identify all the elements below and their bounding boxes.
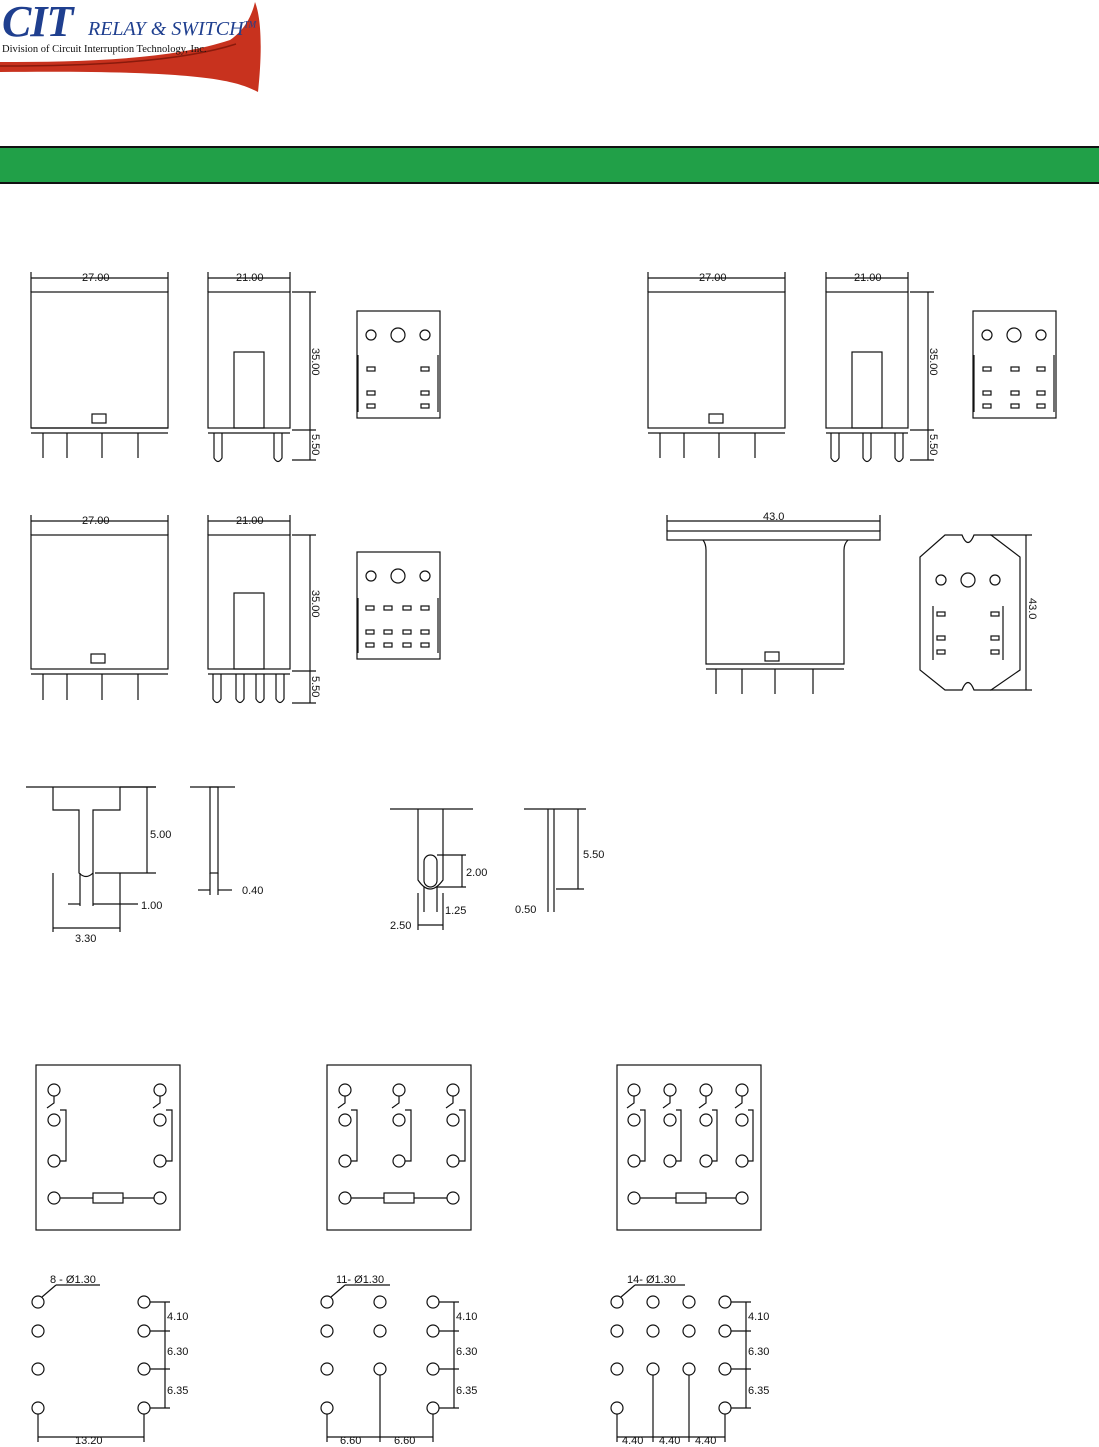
dim-pin-length: 5.50: [583, 849, 604, 861]
dim-terminal-slot: 1.00: [141, 900, 162, 912]
dim-width-21-b: 21.00: [854, 272, 882, 284]
dim-terminal-height: 5.00: [150, 829, 171, 841]
dim-height-35: 35.00: [309, 348, 321, 376]
relay-side-view-3: [207, 515, 316, 704]
relay-side-view-2: [825, 272, 934, 463]
pcb-span-11-a: 6.60: [340, 1435, 361, 1447]
relay-front-view-3: [30, 515, 169, 700]
dim-pin-hole: 1.25: [445, 905, 466, 917]
logo-division: Division of Circuit Interruption Technol…: [2, 44, 207, 55]
wiring-diagram-2pole: [35, 1064, 181, 1231]
dim-width-27: 27.00: [82, 272, 110, 284]
dim-terminal-thick: 0.40: [242, 885, 263, 897]
dim-pin-thick: 0.50: [515, 904, 536, 916]
terminal-tab-detail: [26, 786, 235, 932]
dim-pin-550-c: 5.50: [309, 676, 321, 697]
relay-front-view-2: [647, 272, 786, 458]
pcb-span-14-a: 4.40: [622, 1435, 643, 1447]
dim-height-35-b: 35.00: [927, 348, 939, 376]
dim-width-21: 21.00: [236, 272, 264, 284]
logo-brand: CIT: [2, 0, 73, 46]
dim-pin-slot-height: 2.00: [466, 867, 487, 879]
dim-pin-550: 5.50: [309, 434, 321, 455]
dim-pin-550-b: 5.50: [927, 434, 939, 455]
pcb-span-8: 13.20: [75, 1435, 103, 1447]
pcb-dim-3-c: 6.35: [748, 1385, 769, 1397]
dim-width-21-c: 21.00: [236, 515, 264, 527]
dim-height-35-c: 35.00: [309, 590, 321, 618]
pcb-layout-11pin: [320, 1284, 459, 1442]
terminal-pcb-pin-detail: [390, 808, 586, 930]
pcb-hole-spec-11: 11- Ø1.30: [336, 1274, 384, 1286]
relay-bottom-view-11pin: [972, 310, 1057, 419]
wiring-diagram-3pole: [326, 1064, 472, 1231]
pcb-layout-14pin: [610, 1284, 751, 1442]
pcb-dim-1-c: 4.10: [748, 1311, 769, 1323]
relay-flange-front-view: [666, 515, 881, 694]
relay-side-view-1: [207, 272, 316, 463]
pcb-dim-1-a: 4.10: [167, 1311, 188, 1323]
dim-width-27-c: 27.00: [82, 515, 110, 527]
dim-terminal-width: 3.30: [75, 933, 96, 945]
logo-name: RELAY & SWITCHTM: [88, 18, 257, 40]
section-banner: [0, 146, 1099, 184]
pcb-dim-2-b: 6.30: [456, 1346, 477, 1358]
dim-flange-height: 43.0: [1026, 598, 1038, 619]
relay-bottom-view-8pin: [356, 310, 441, 419]
pcb-dim-2-c: 6.30: [748, 1346, 769, 1358]
relay-flange-bottom-view: [919, 534, 1032, 691]
pcb-hole-spec-14: 14- Ø1.30: [627, 1274, 676, 1286]
logo-swoosh: [0, 2, 261, 92]
dim-width-27-b: 27.00: [699, 272, 727, 284]
pcb-dim-3-b: 6.35: [456, 1385, 477, 1397]
relay-bottom-view-14pin: [356, 551, 441, 660]
pcb-span-14-b: 4.40: [659, 1435, 680, 1447]
pcb-span-11-b: 6.60: [394, 1435, 415, 1447]
pcb-span-14-c: 4.40: [695, 1435, 716, 1447]
relay-front-view-1: [30, 272, 169, 458]
pcb-dim-2-a: 6.30: [167, 1346, 188, 1358]
pcb-layout-8pin: [31, 1284, 170, 1442]
wiring-diagram-4pole: [616, 1064, 762, 1231]
pcb-dim-1-b: 4.10: [456, 1311, 477, 1323]
dim-pin-width: 2.50: [390, 920, 411, 932]
dim-flange-width: 43.0: [763, 511, 784, 523]
company-logo: CIT RELAY & SWITCHTM Division of Circuit…: [0, 0, 270, 100]
pcb-hole-spec-8: 8 - Ø1.30: [50, 1274, 96, 1286]
pcb-dim-3-a: 6.35: [167, 1385, 188, 1397]
